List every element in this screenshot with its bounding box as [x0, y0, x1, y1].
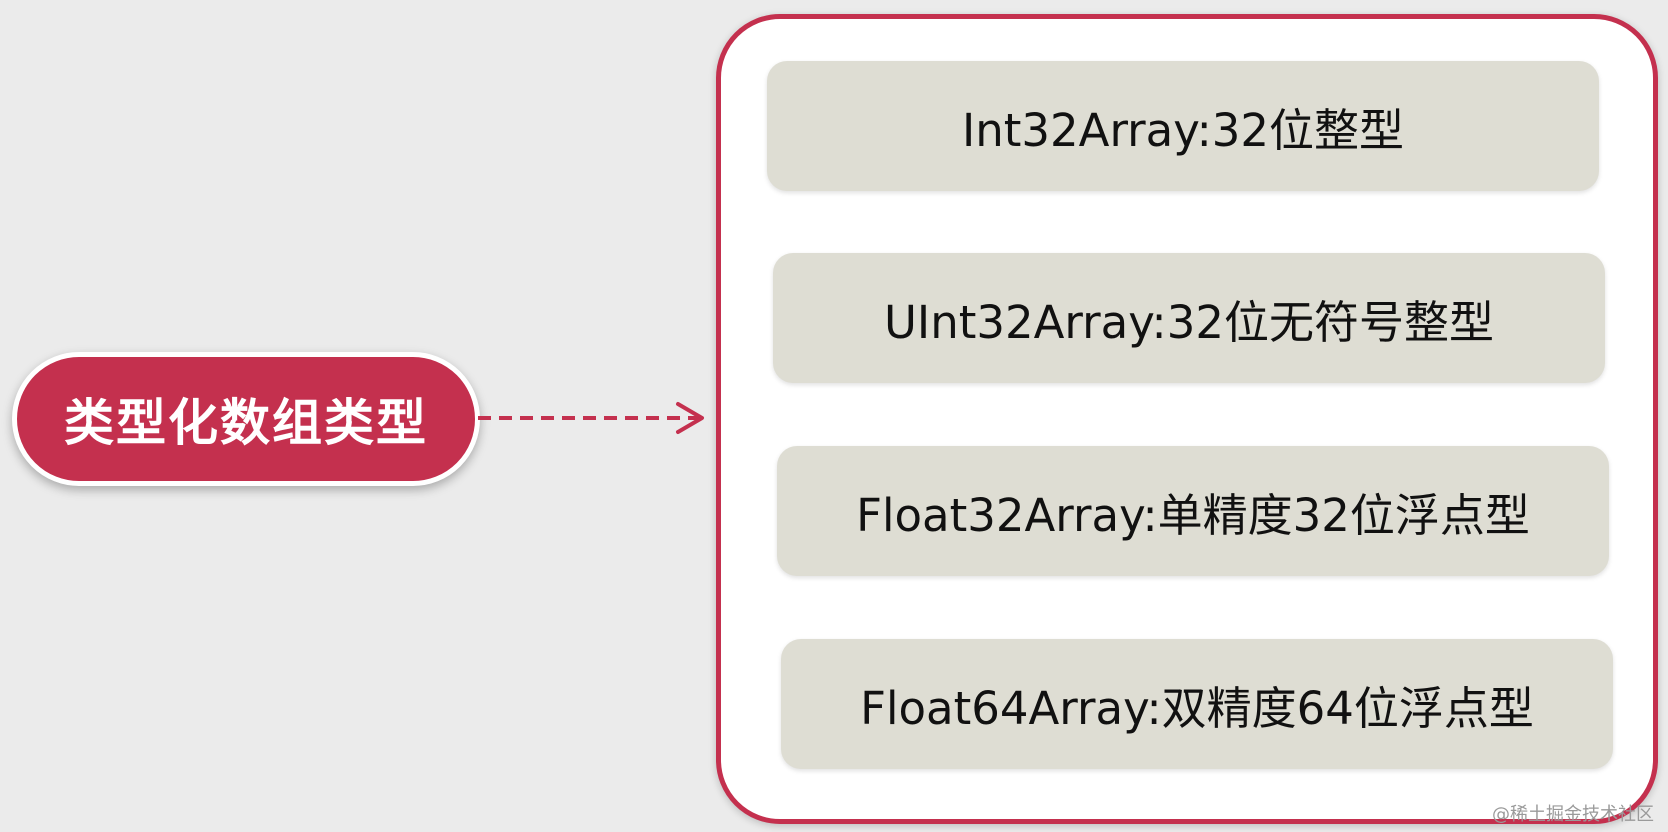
list-item-float64array: Float64Array:双精度64位浮点型	[781, 639, 1613, 769]
item-label: Float64Array:双精度64位浮点型	[860, 681, 1534, 735]
item-label: Int32Array:32位整型	[961, 103, 1405, 157]
root-node-label: 类型化数组类型	[64, 394, 428, 452]
watermark: @稀土掘金技术社区	[1492, 804, 1654, 825]
root-node: 类型化数组类型	[12, 352, 480, 486]
item-label: Float32Array:单精度32位浮点型	[856, 488, 1530, 542]
arrowhead-icon	[676, 402, 704, 434]
array-types-panel: Int32Array:32位整型 UInt32Array:32位无符号整型 Fl…	[716, 14, 1658, 824]
dashed-arrow-connector	[478, 402, 704, 434]
item-label: UInt32Array:32位无符号整型	[884, 295, 1494, 349]
list-item-float32array: Float32Array:单精度32位浮点型	[777, 446, 1609, 576]
list-item-uint32array: UInt32Array:32位无符号整型	[773, 253, 1605, 383]
list-item-int32array: Int32Array:32位整型	[767, 61, 1599, 191]
